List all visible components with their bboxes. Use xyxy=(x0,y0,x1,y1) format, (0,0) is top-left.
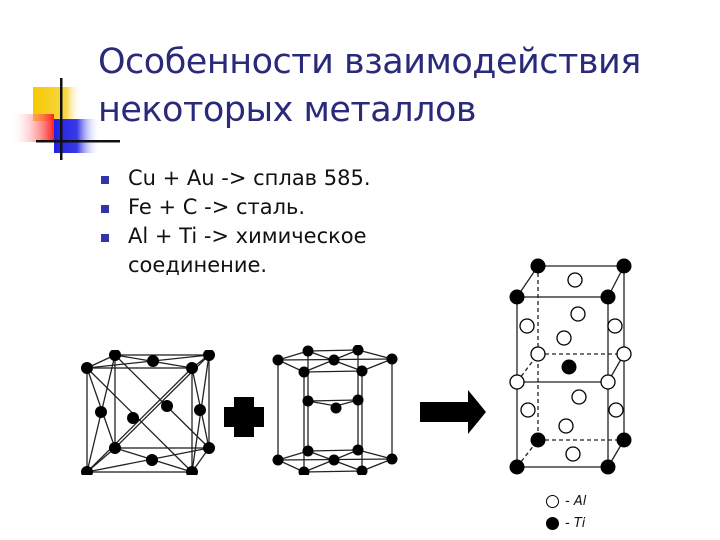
bullet-item: Fe + C -> сталь. xyxy=(100,193,440,222)
fcc-lattice-diagram xyxy=(81,350,215,475)
bullet-square-icon xyxy=(101,234,109,242)
legend-item-al: - Al xyxy=(546,490,626,512)
decorative-squares-logo xyxy=(10,78,120,160)
page-title: Особенности взаимодействия некоторых мет… xyxy=(98,38,698,134)
bullet-square-icon xyxy=(101,205,109,213)
plus-icon xyxy=(224,397,264,437)
title-line-1: Особенности взаимодействия xyxy=(98,42,641,82)
intermetallic-lattice-diagram xyxy=(509,258,632,475)
open-circle-icon xyxy=(546,494,559,508)
hcp-lattice-diagram xyxy=(272,345,398,475)
bullet-item: Al + Ti -> химическое соединение. xyxy=(100,222,440,280)
bullet-item: Cu + Au -> сплав 585. xyxy=(100,164,440,193)
legend-item-ti: - Ti xyxy=(546,512,626,534)
bullet-square-icon xyxy=(101,176,109,184)
bullet-list: Cu + Au -> сплав 585. Fe + C -> сталь. A… xyxy=(100,164,440,280)
title-line-2: некоторых металлов xyxy=(98,90,477,130)
filled-circle-icon xyxy=(546,516,559,530)
arrow-right-icon xyxy=(420,390,486,434)
legend: - Al - Ti xyxy=(546,490,626,534)
